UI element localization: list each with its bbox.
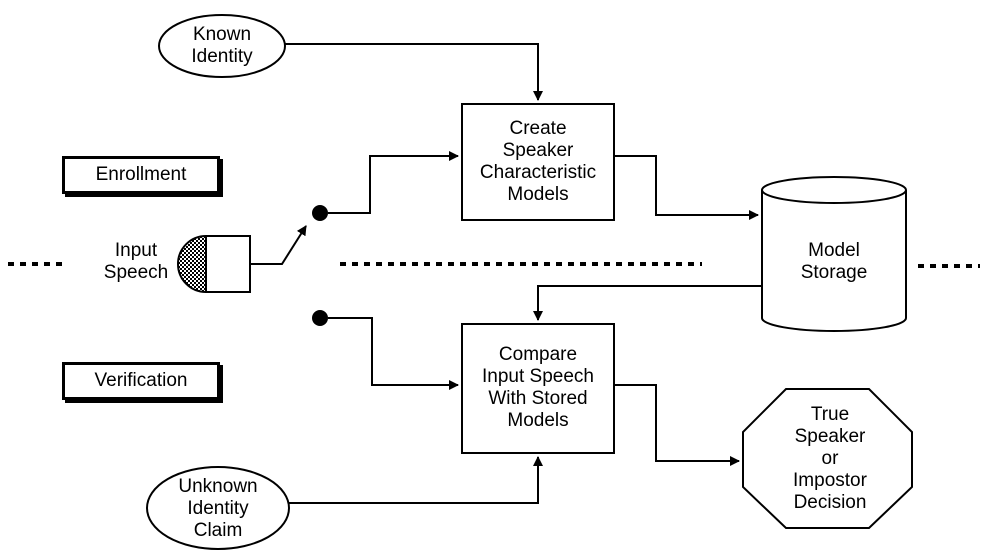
model-storage-cylinder [761, 176, 907, 332]
decision-octagon [742, 388, 913, 529]
enrollment-contact [312, 205, 328, 221]
model-storage-label: Model Storage [800, 240, 868, 283]
storage-to-compare-arrow [533, 285, 762, 321]
enroll-arrow [328, 151, 459, 214]
compare-speech-box [461, 323, 615, 454]
verification-section-label: Verification [62, 362, 220, 400]
decision-label: True Speaker or Impostor Decision [793, 404, 867, 513]
known-identity-label: Known Identity [191, 24, 253, 67]
create-models-label: Create Speaker Characteristic Models [479, 118, 597, 205]
enrollment-section-label: Enrollment [62, 156, 220, 194]
unknown-identity-arrow [289, 456, 543, 504]
compare-speech-label: Compare Input Speech With Stored Models [482, 344, 594, 431]
enrollment-label-text: Enrollment [95, 164, 187, 185]
compare-to-decision-arrow [614, 384, 740, 466]
create-models-box [461, 103, 615, 221]
known-identity-node [158, 14, 286, 78]
mic-switch-line [250, 225, 307, 265]
unknown-identity-node [146, 466, 290, 550]
microphone-icon [177, 234, 251, 294]
verify-arrow [328, 317, 459, 390]
create-to-storage-arrow [614, 155, 759, 220]
verification-label-text: Verification [94, 370, 188, 391]
verification-contact [312, 310, 328, 326]
known-identity-arrow [285, 43, 543, 101]
input-speech-label: Input Speech [103, 240, 169, 283]
unknown-identity-label: Unknown Identity Claim [178, 476, 258, 541]
